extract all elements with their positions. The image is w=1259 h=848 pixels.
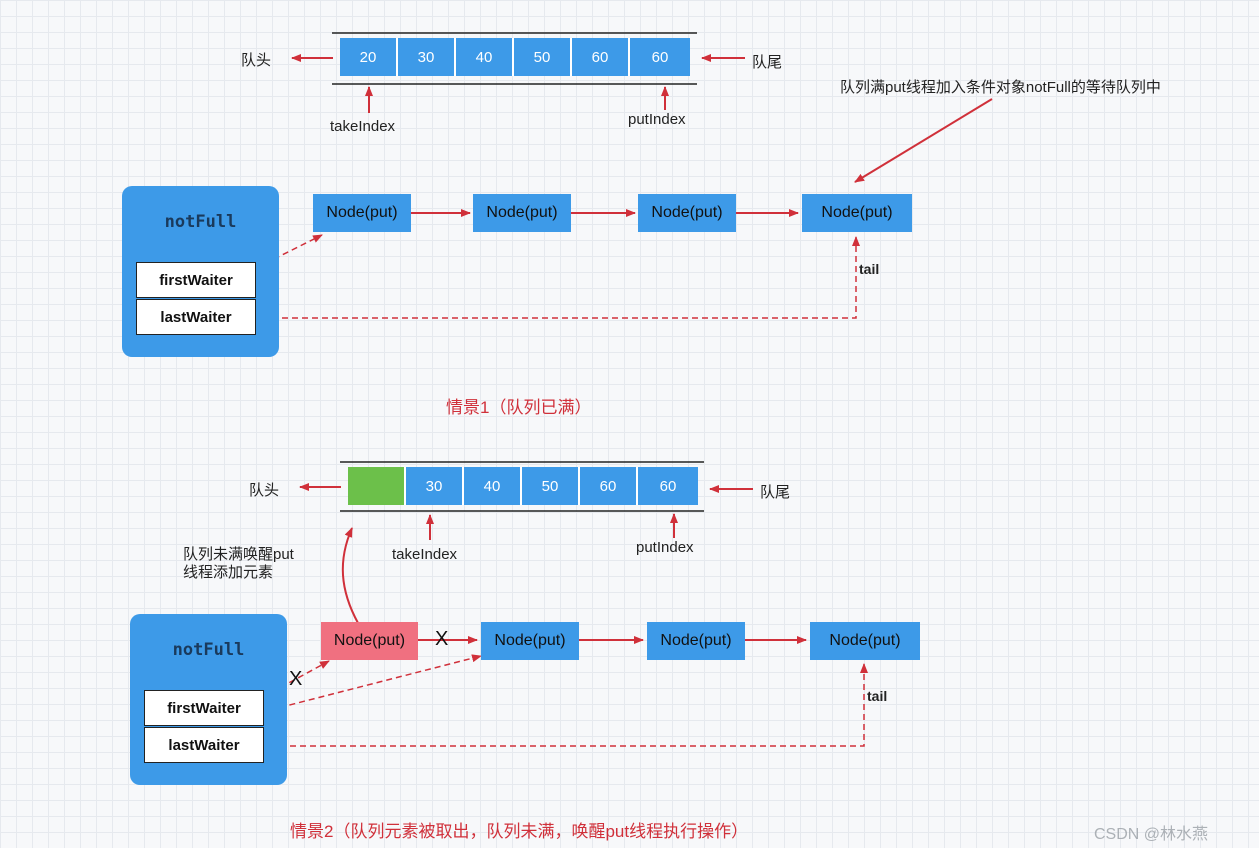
queue-cell: 50 (514, 38, 572, 76)
cut-mark: X (435, 628, 449, 650)
annotation-arrow (854, 98, 993, 183)
wait-node: Node(put) (313, 194, 411, 232)
wait-node: Node(put) (647, 622, 745, 660)
queue-cell: 30 (406, 467, 464, 505)
tail-label: tail (867, 688, 888, 704)
new-first-waiter-pointer (269, 654, 482, 711)
last-waiter-pointer (290, 663, 868, 747)
wake-arrow (341, 527, 359, 624)
last-waiter-field: lastWaiter (136, 299, 256, 335)
removed-wait-node: Node(put) (321, 622, 418, 660)
annotation-text: 队列未满唤醒put (183, 546, 294, 563)
condition-name: notFull (172, 640, 245, 660)
queue-cell: 40 (456, 38, 514, 76)
cut-mark: X (289, 668, 303, 690)
last-waiter-field: lastWaiter (144, 727, 264, 763)
take-index-label: takeIndex (330, 118, 396, 135)
scenario-caption: 情景1（队列已满） (446, 398, 592, 417)
last-waiter-pointer (282, 236, 860, 319)
queue-head-label: 队头 (241, 52, 272, 69)
wait-node: Node(put) (638, 194, 736, 232)
watermark: CSDN @林水燕 (1094, 826, 1209, 843)
take-index-label: takeIndex (392, 546, 458, 563)
scenario-caption: 情景2（队列元素被取出，队列未满，唤醒put线程执行操作） (290, 822, 749, 841)
wait-node: Node(put) (810, 622, 920, 660)
queue-cell: 60 (638, 467, 698, 505)
queue-cell-empty (348, 467, 406, 505)
queue-cell: 40 (464, 467, 522, 505)
queue-tail-label: 队尾 (760, 484, 791, 501)
put-index-label: putIndex (636, 539, 694, 556)
condition-name: notFull (164, 212, 237, 232)
queue-tail-label: 队尾 (752, 54, 783, 71)
queue-cell: 50 (522, 467, 580, 505)
queue-cell: 60 (630, 38, 690, 76)
put-index-label: putIndex (628, 111, 686, 128)
wait-node: Node(put) (473, 194, 571, 232)
queue-cell: 60 (572, 38, 630, 76)
queue-head-label: 队头 (249, 482, 280, 499)
tail-label: tail (859, 261, 880, 277)
wait-node: Node(put) (802, 194, 912, 232)
queue-cell: 20 (340, 38, 398, 76)
first-waiter-field: firstWaiter (144, 690, 264, 726)
annotation-text: 队列满put线程加入条件对象notFull的等待队列中 (840, 79, 1161, 96)
annotation-text: 线程添加元素 (183, 564, 274, 581)
condition-box: notFull firstWaiter lastWaiter (130, 614, 287, 785)
first-waiter-field: firstWaiter (136, 262, 256, 298)
condition-box: notFull firstWaiter lastWaiter (122, 186, 279, 357)
queue-cell: 30 (398, 38, 456, 76)
queue-cell: 60 (580, 467, 638, 505)
wait-node: Node(put) (481, 622, 579, 660)
